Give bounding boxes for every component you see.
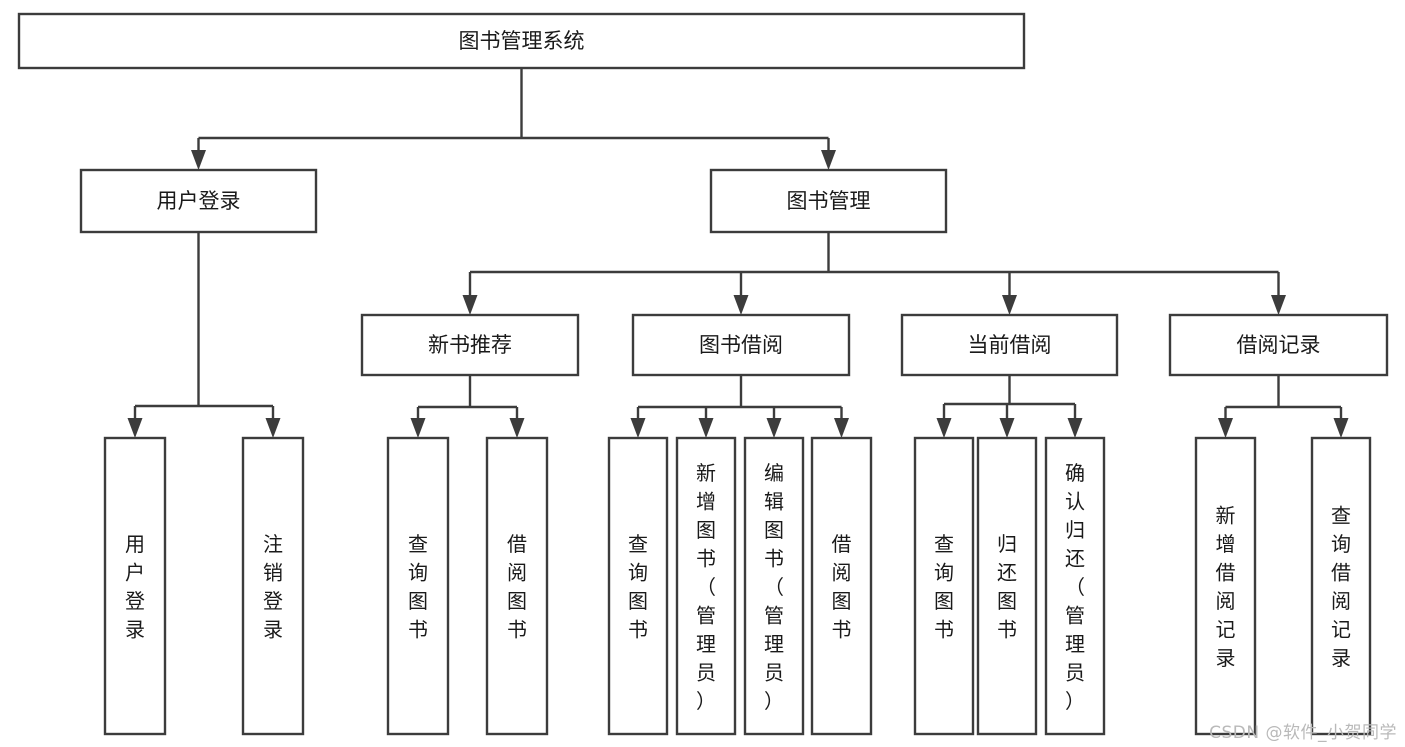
node-box [79, 168, 318, 234]
node-label: 借阅记录 [1237, 333, 1321, 357]
arrow-head-icon [766, 418, 782, 438]
arrow-head-icon [698, 418, 714, 438]
node-box [900, 313, 1119, 377]
leaf-label: 新增借阅记录 [1216, 504, 1236, 671]
leaf-node-7[interactable]: 借阅图书 [810, 436, 873, 736]
leaf-label: 查询图书 [934, 532, 954, 642]
leaf-box [241, 436, 305, 736]
level3-node-2[interactable]: 当前借阅 [900, 313, 1119, 377]
leaf-node-8[interactable]: 查询图书 [913, 436, 975, 736]
leaf-box [485, 436, 549, 736]
level3-node-1[interactable]: 图书借阅 [631, 313, 851, 377]
leaf-label: 确认归还（管理员） [1065, 461, 1085, 713]
arrow-head-icon [265, 418, 281, 438]
leaf-node-4[interactable]: 查询图书 [607, 436, 669, 736]
leaf-label: 注销登录 [263, 532, 283, 642]
csdn-watermark: CSDN @软件_小贺同学 [1209, 723, 1397, 743]
leaf-box [810, 436, 873, 736]
node-label: 新书推荐 [428, 333, 512, 357]
leaf-node-0[interactable]: 用户登录 [103, 436, 167, 736]
root-node[interactable]: 图书管理系统 [17, 12, 1026, 70]
connector-layer [127, 68, 1349, 438]
leaf-node-1[interactable]: 注销登录 [241, 436, 305, 736]
leaf-label: 借阅图书 [832, 532, 852, 642]
arrow-head-icon [999, 418, 1015, 438]
leaf-box [1310, 436, 1372, 736]
leaf-box [675, 436, 737, 736]
leaf-label: 编辑图书（管理员） [764, 461, 784, 713]
arrow-head-icon [127, 418, 143, 438]
leaf-box [913, 436, 975, 736]
arrow-head-icon [462, 295, 478, 315]
arrow-head-icon [630, 418, 646, 438]
node-label: 图书借阅 [699, 333, 783, 357]
arrow-head-icon [410, 418, 426, 438]
level2-node-1[interactable]: 图书管理 [709, 168, 948, 234]
node-label: 用户登录 [157, 189, 241, 213]
leaf-box [743, 436, 805, 736]
arrow-head-icon [1218, 418, 1233, 438]
leaf-box [386, 436, 450, 736]
node-box [631, 313, 851, 377]
leaf-label: 归还图书 [997, 532, 1017, 642]
node-label: 图书管理系统 [459, 29, 585, 53]
level2-node-0[interactable]: 用户登录 [79, 168, 318, 234]
leaf-label: 新增图书（管理员） [696, 461, 716, 713]
arrow-head-icon [1067, 418, 1083, 438]
leaf-box [103, 436, 167, 736]
arrow-head-icon [1333, 418, 1349, 438]
leaf-node-2[interactable]: 查询图书 [386, 436, 450, 736]
arrow-head-icon [191, 150, 206, 170]
node-label: 图书管理 [787, 189, 871, 213]
arrow-head-icon [834, 418, 849, 438]
level3-node-3[interactable]: 借阅记录 [1168, 313, 1389, 377]
leaf-label: 查询借阅记录 [1331, 504, 1351, 671]
node-label: 当前借阅 [968, 333, 1052, 357]
leaf-node-3[interactable]: 借阅图书 [485, 436, 549, 736]
arrow-head-icon [733, 295, 749, 315]
leaf-box [1194, 436, 1257, 736]
leaf-label: 用户登录 [125, 532, 145, 642]
leaf-label: 借阅图书 [507, 532, 527, 642]
leaf-box [607, 436, 669, 736]
arrow-head-icon [936, 418, 952, 438]
leaf-node-5[interactable]: 新增图书（管理员） [675, 436, 737, 736]
level3-node-0[interactable]: 新书推荐 [360, 313, 580, 377]
leaf-box [1044, 436, 1106, 736]
leaf-node-9[interactable]: 归还图书 [976, 436, 1038, 736]
node-box [1168, 313, 1389, 377]
node-box [709, 168, 948, 234]
leaf-box [976, 436, 1038, 736]
leaf-node-10[interactable]: 确认归还（管理员） [1044, 436, 1106, 736]
node-box [17, 12, 1026, 70]
leaf-node-11[interactable]: 新增借阅记录 [1194, 436, 1257, 736]
arrow-head-icon [821, 150, 836, 170]
leaf-node-12[interactable]: 查询借阅记录 [1310, 436, 1372, 736]
leaf-node-6[interactable]: 编辑图书（管理员） [743, 436, 805, 736]
leaf-label: 查询图书 [628, 532, 648, 642]
arrow-head-icon [1002, 295, 1017, 315]
arrow-head-icon [509, 418, 525, 438]
arrow-head-icon [1271, 295, 1286, 315]
node-layer: 图书管理系统用户登录图书管理新书推荐图书借阅当前借阅借阅记录用户登录注销登录查询… [17, 12, 1389, 736]
leaf-label: 查询图书 [408, 532, 428, 642]
node-box [360, 313, 580, 377]
